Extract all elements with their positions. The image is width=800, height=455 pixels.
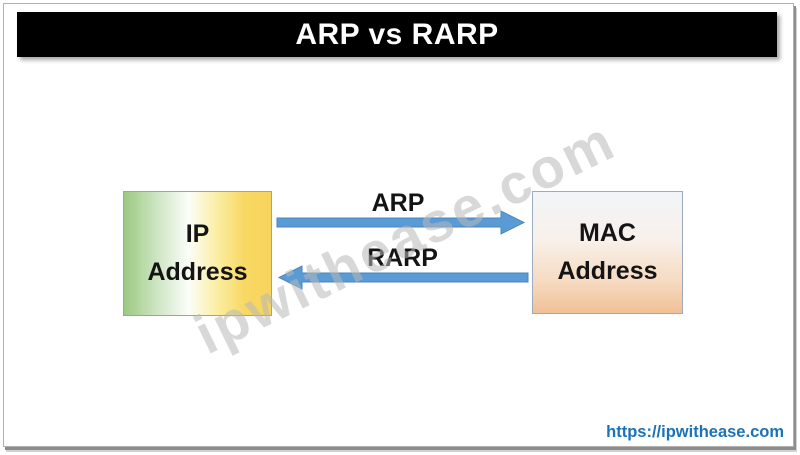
rarp-left-arrow — [277, 265, 529, 290]
mac-address-node: MAC Address — [532, 191, 683, 314]
ip-node-line2: Address — [147, 257, 248, 286]
mac-node-line2: Address — [557, 256, 658, 285]
ip-node-line1: IP — [185, 220, 210, 248]
title-bar: ARP vs RARP — [17, 12, 777, 57]
arp-right-arrow — [276, 210, 526, 235]
footer-url-link[interactable]: https://ipwithease.com — [606, 423, 784, 441]
page-title: ARP vs RARP — [295, 17, 499, 51]
ip-address-node: IP Address — [123, 191, 272, 316]
mac-node-line1: MAC — [579, 219, 636, 247]
rarp-arrow-label: RARP — [367, 244, 438, 272]
arp-arrow-label: ARP — [371, 189, 425, 217]
